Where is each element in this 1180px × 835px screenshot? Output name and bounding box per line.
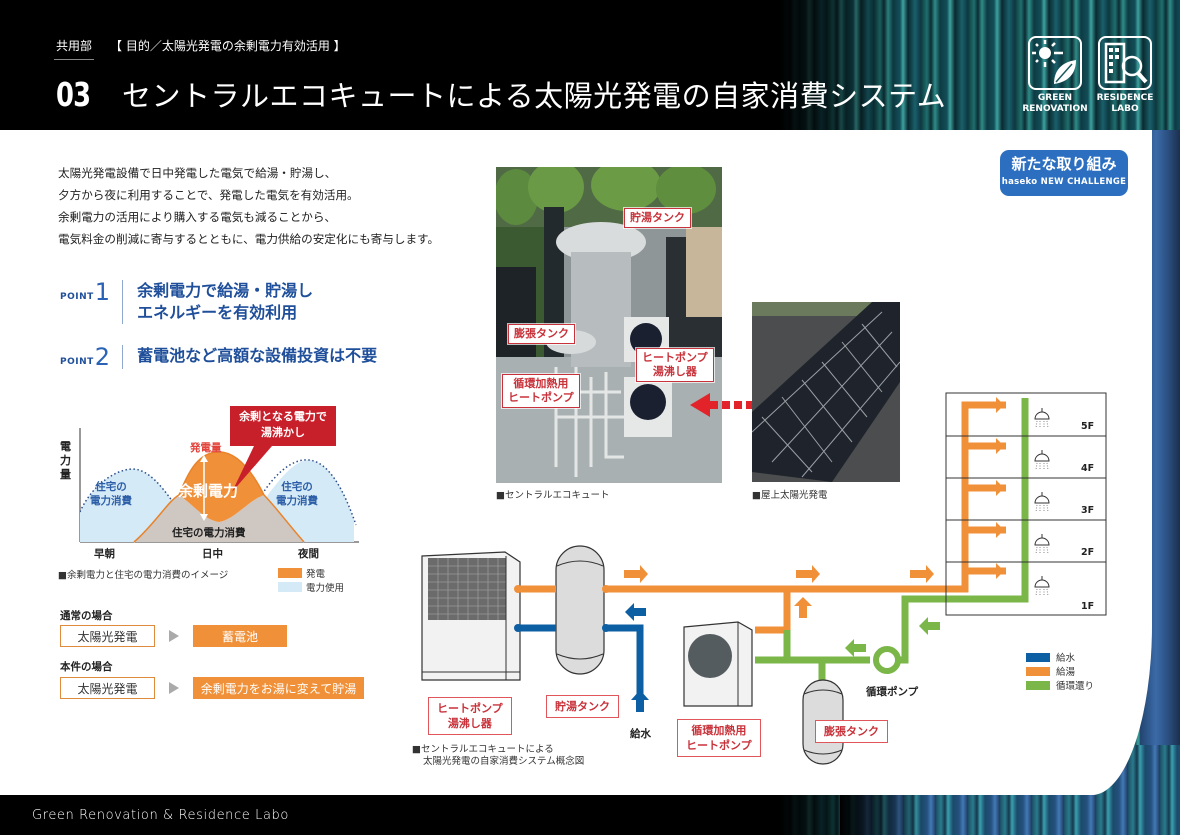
residence-labo-label: RESIDENCE LABO xyxy=(1096,93,1154,114)
home-morning-label: 住宅の 電力消費 xyxy=(90,481,132,507)
x-tick-label: 日中 xyxy=(202,548,223,560)
callout-text: 余剰となる電力で 湯沸かし xyxy=(239,410,327,439)
y-axis-label: 電力量 xyxy=(60,440,71,481)
arrow-down xyxy=(200,514,208,521)
point-1: POINT 1 余剰電力で給湯・貯湯し エネルギーを有効利用 xyxy=(60,278,314,324)
green-renovation-icon xyxy=(1028,36,1082,90)
arrow-right-icon xyxy=(169,630,179,642)
power-chart: 電力量 発電量 余剰電力 住宅の 電力消費 住宅の 電力消費 住宅の電力消費 余… xyxy=(54,400,374,600)
arrow-right-icon xyxy=(169,682,179,694)
breadcrumb: 共用部 【 目的／太陽光発電の余剰電力有効活用 】 xyxy=(53,37,346,60)
tag-storage-tank: 貯湯タンク xyxy=(624,208,691,228)
label-storage-tank: 貯湯タンク xyxy=(546,695,619,718)
curve-night-dotted xyxy=(253,459,357,526)
label-circ-pump: 循環ポンプ xyxy=(866,686,919,698)
floor-label: 2F xyxy=(1081,547,1095,558)
legend-swatch xyxy=(278,568,302,578)
callout-box xyxy=(230,406,336,446)
green-renovation-label: GREEN RENOVATION xyxy=(1022,93,1088,114)
label-circ-heat-pump: 循環加熱用 ヒートポンプ xyxy=(677,719,761,757)
legend-swatch xyxy=(1026,680,1050,690)
arrow-up xyxy=(200,455,208,462)
solar-photo xyxy=(752,302,900,482)
home-night-label: 住宅の 電力消費 xyxy=(276,481,318,507)
solar-caption: ■屋上太陽光発電 xyxy=(752,490,828,501)
label-expansion-tank: 膨張タンク xyxy=(815,720,888,743)
home-day-label: 住宅の電力消費 xyxy=(172,527,246,539)
case-source: 太陽光発電 xyxy=(60,677,155,699)
case-normal-row: 太陽光発電 蓄電池 xyxy=(60,625,287,647)
intro-text: 太陽光発電設備で日中発電した電気で給湯・貯湯し、 夕方から夜に利用することで、発… xyxy=(58,166,440,246)
purpose-label: 【 目的／太陽光発電の余剰電力有効活用 】 xyxy=(110,39,346,53)
tag-expansion-tank: 膨張タンク xyxy=(508,324,575,344)
chart-legend: 発電 電力使用 xyxy=(278,566,344,594)
case-dest: 蓄電池 xyxy=(193,625,287,647)
area-home-morning xyxy=(80,469,172,542)
divider xyxy=(122,280,124,324)
ecocute-photo: 貯湯タンク 膨張タンク ヒートポンプ 湯沸し器 循環加熱用 ヒートポンプ xyxy=(496,167,722,483)
label-heat-pump: ヒートポンプ 湯沸し器 xyxy=(428,697,512,735)
case-normal-title: 通常の場合 xyxy=(60,610,113,622)
divider xyxy=(122,345,124,369)
case-this-row: 太陽光発電 余剰電力をお湯に変えて貯湯 xyxy=(60,677,364,699)
case-dest: 余剰電力をお湯に変えて貯湯 xyxy=(193,677,364,699)
area-home-day xyxy=(134,495,304,542)
section-label: 共用部 xyxy=(53,39,95,60)
legend-item: 給水 xyxy=(1026,650,1094,664)
legend-item: 循環還り xyxy=(1026,678,1094,692)
header: 共用部 【 目的／太陽光発電の余剰電力有効活用 】 03 セントラルエコキュート… xyxy=(0,0,1180,130)
title-text: セントラルエコキュートによる太陽光発電の自家消費システム xyxy=(122,79,947,113)
x-tick-label: 早朝 xyxy=(94,548,115,560)
curve-morning-dotted xyxy=(79,468,180,513)
legend-swatch xyxy=(1026,666,1050,676)
point-2: POINT 2 蓄電池など高額な設備投資は不要 xyxy=(60,343,378,371)
tag-heat-pump: ヒートポンプ 湯沸し器 xyxy=(636,348,714,382)
floor-label: 4F xyxy=(1081,463,1095,474)
surplus-label: 余剰電力 xyxy=(178,482,239,500)
area-generation xyxy=(179,452,264,522)
callout-pointer xyxy=(232,446,272,492)
floor-label: 1F xyxy=(1081,601,1095,612)
case-this-title: 本件の場合 xyxy=(60,661,113,673)
diagram-caption: ■セントラルエコキュートによる 太陽光発電の自家消費システム概念図 xyxy=(412,744,585,767)
floor-label: 5F xyxy=(1081,421,1095,432)
residence-labo-icon xyxy=(1098,36,1152,90)
footer-text: Green Renovation & Residence Labo xyxy=(32,808,289,823)
case-source: 太陽光発電 xyxy=(60,625,155,647)
x-tick-label: 夜間 xyxy=(298,548,319,560)
legend-item: 発電 xyxy=(278,566,344,580)
legend-swatch xyxy=(1026,652,1050,662)
label-water-supply: 給水 xyxy=(630,728,651,740)
diagram-legend: 給水 給湯 循環還り xyxy=(1026,650,1094,692)
chart-caption: ■余剰電力と住宅の電力消費のイメージ xyxy=(58,570,229,581)
floor-label: 3F xyxy=(1081,505,1095,516)
tag-circ-heat-pump: 循環加熱用 ヒートポンプ xyxy=(502,374,580,408)
ecocute-caption: ■セントラルエコキュート xyxy=(496,490,610,501)
title-number: 03 xyxy=(56,74,91,114)
legend-item: 電力使用 xyxy=(278,580,344,594)
generation-label: 発電量 xyxy=(190,442,222,454)
legend-swatch xyxy=(278,582,302,592)
legend-item: 給湯 xyxy=(1026,664,1094,678)
page-title: 03 セントラルエコキュートによる太陽光発電の自家消費システム xyxy=(56,73,946,115)
curve-generation xyxy=(133,451,305,543)
new-challenge-badge: 新たな取り組み haseko NEW CHALLENGE xyxy=(1000,150,1128,196)
